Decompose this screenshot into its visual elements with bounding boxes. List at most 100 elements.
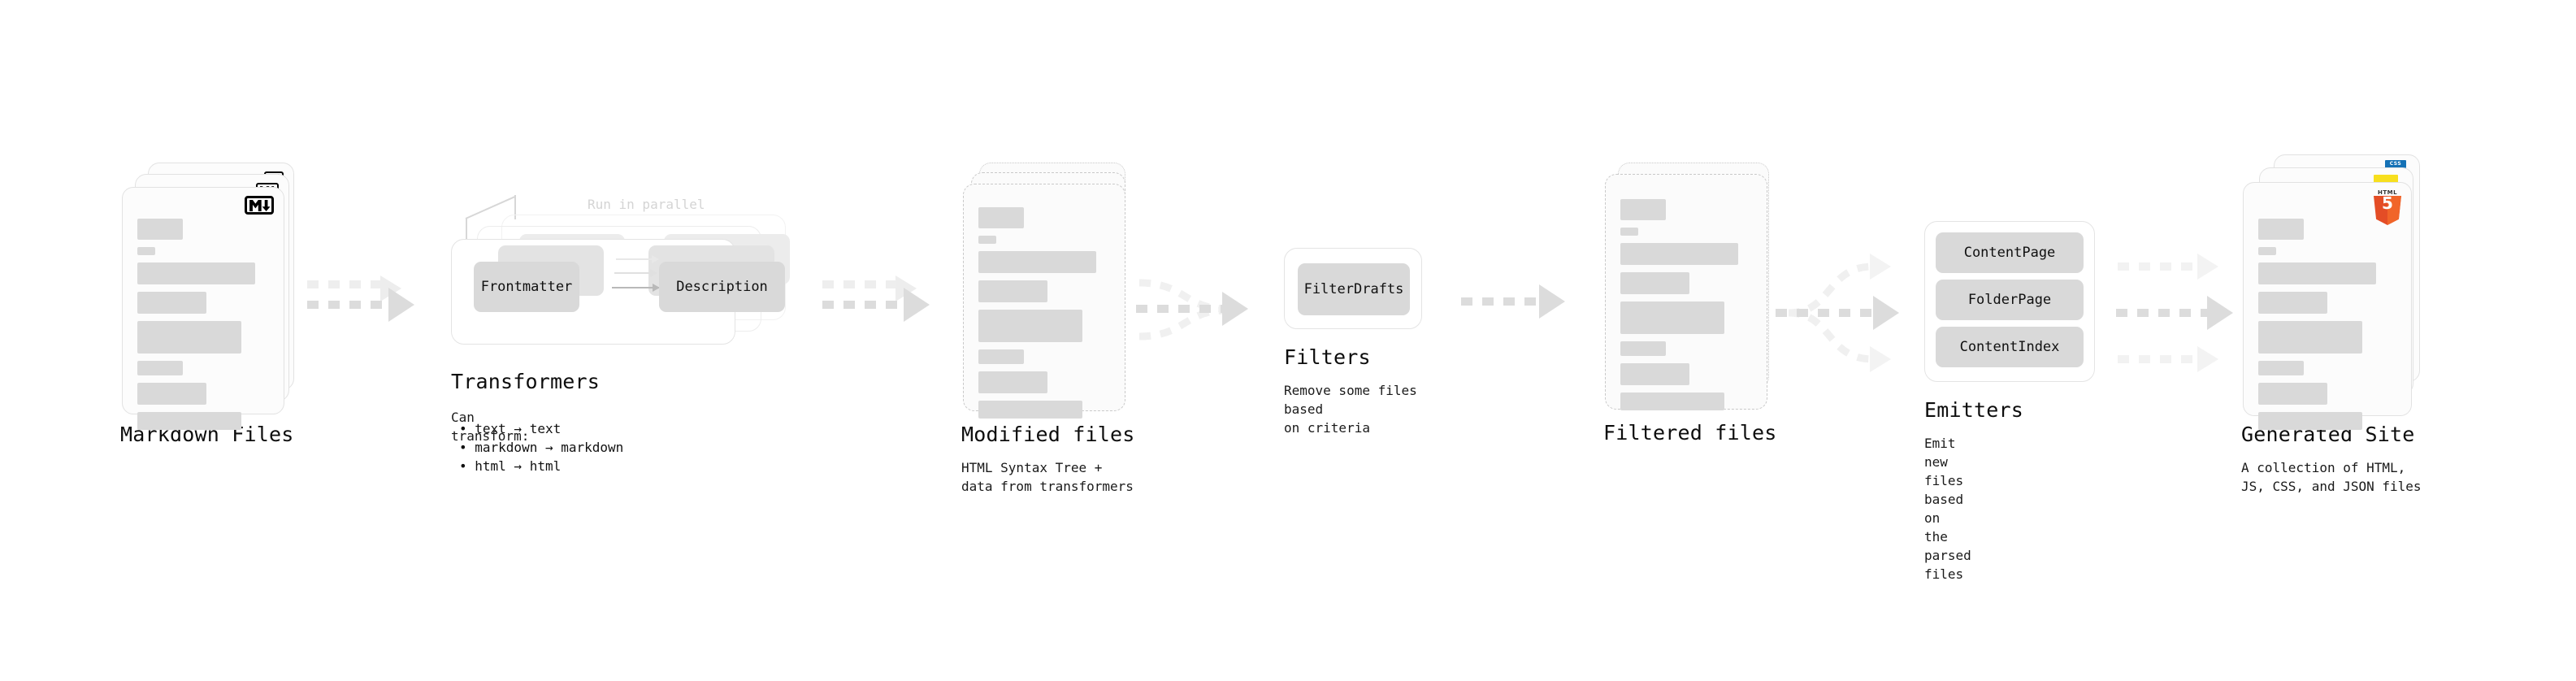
bullet-item: • markdown → markdown <box>459 440 624 455</box>
connector-dash-softer <box>2118 355 2202 363</box>
css-icon: CSS <box>2385 160 2406 168</box>
stage-description: Can transform: <box>451 410 530 444</box>
connector-head-softer <box>2197 254 2218 280</box>
connector-dash-soft <box>822 280 900 288</box>
bullet-label: html → html <box>475 458 562 474</box>
placeholder-bar <box>978 371 1047 393</box>
html5-icon: HTML 5 <box>2374 189 2401 225</box>
placeholder-bar <box>978 310 1082 342</box>
placeholder-bar <box>978 401 1082 419</box>
connector-head <box>904 288 930 322</box>
connector-head <box>1539 284 1565 319</box>
connector-dash <box>1776 309 1880 317</box>
placeholder-bar <box>978 207 1024 228</box>
document-card-front <box>1605 174 1767 410</box>
stage-title: Emitters <box>1924 398 2024 422</box>
placeholder-bar <box>2258 383 2327 405</box>
placeholder-bar <box>2258 219 2304 240</box>
connector-arrow-converging <box>1136 268 1282 349</box>
placeholder-bar <box>1620 243 1738 265</box>
connector-head-softer <box>1870 346 1891 372</box>
html5-number: 5 <box>2382 193 2393 213</box>
chip-label: FilterDrafts <box>1303 281 1404 297</box>
transformer-inner-arrow-ghost <box>614 269 657 277</box>
document-placeholder-bars <box>137 219 271 437</box>
filtered-file-stack <box>1605 163 1784 414</box>
placeholder-bar <box>978 251 1096 273</box>
transformer-inner-arrow <box>612 284 660 292</box>
stage-title: Modified files <box>961 423 1135 446</box>
stage-description: HTML Syntax Tree + data from transformer… <box>961 460 1134 494</box>
placeholder-bar <box>1620 272 1689 294</box>
placeholder-bar <box>137 247 155 255</box>
transformer-inner-arrow-ghost <box>616 255 659 263</box>
connector-dash-softer <box>2118 262 2202 271</box>
placeholder-bar <box>1620 199 1666 220</box>
placeholder-bar <box>137 219 183 240</box>
html5-caption: HTML <box>2377 189 2398 196</box>
stage-modified-files: Modified files HTML Syntax Tree + data f… <box>961 163 1142 494</box>
connector-arrow-branching <box>1776 236 1938 390</box>
connector-arrow <box>1461 284 1599 333</box>
document-placeholder-bars <box>978 207 1112 426</box>
placeholder-bar <box>1620 341 1666 356</box>
stage-filters: FilterDrafts Filters Remove some files b… <box>1284 248 1422 436</box>
placeholder-bar <box>1620 363 1689 385</box>
placeholder-bar <box>2258 262 2376 284</box>
stage-filtered-files: Filtered files <box>1603 163 1784 445</box>
placeholder-bar <box>978 280 1047 302</box>
placeholder-bar <box>137 361 183 375</box>
document-card-front <box>122 187 284 430</box>
placeholder-bar <box>2258 247 2276 255</box>
connector-dash-soft <box>307 280 385 288</box>
markdown-icon <box>245 196 274 215</box>
transformer-bullet-list: • text → text • markdown → markdown • ht… <box>459 419 623 475</box>
emitter-chip-folderpage[interactable]: FolderPage <box>1936 280 2084 320</box>
connector-dash <box>1461 297 1546 306</box>
emitter-chip-contentindex[interactable]: ContentIndex <box>1936 327 2084 367</box>
connector-dash <box>822 301 910 309</box>
connector-head <box>2207 296 2233 330</box>
stage-title: Filters <box>1284 345 1371 369</box>
placeholder-bar <box>978 236 996 244</box>
transformer-chip-frontmatter[interactable]: Frontmatter <box>474 262 579 312</box>
stage-title: Transformers <box>451 370 601 393</box>
placeholder-bar <box>137 292 206 314</box>
placeholder-bar <box>1620 393 1724 410</box>
placeholder-bar <box>137 321 241 354</box>
connector-head <box>1222 292 1248 326</box>
placeholder-bar <box>137 262 255 284</box>
connector-head-softer <box>2197 346 2218 372</box>
document-placeholder-bars <box>1620 199 1754 418</box>
emitter-chip-contentpage[interactable]: ContentPage <box>1936 232 2084 273</box>
filters-group-box: FilterDrafts <box>1284 248 1422 329</box>
stage-title: Filtered files <box>1603 421 1777 445</box>
markdown-file-stack <box>122 163 301 430</box>
chip-label: Description <box>676 279 768 295</box>
connector-dash <box>1136 305 1227 313</box>
placeholder-bar <box>978 349 1024 364</box>
stage-description: Emit new files based on the parsed files <box>1924 436 1971 582</box>
bullet-label: text → text <box>475 421 562 436</box>
transformer-chip-description[interactable]: Description <box>659 262 785 312</box>
placeholder-bar <box>2258 361 2304 375</box>
filter-chip-filterdrafts[interactable]: FilterDrafts <box>1298 263 1410 315</box>
run-in-parallel-label: Run in parallel <box>588 197 705 212</box>
connector-arrow <box>307 272 429 337</box>
connector-arrow-merging <box>2116 236 2262 390</box>
stage-description: Remove some files based on criteria <box>1284 383 1417 436</box>
stage-markdown-files: Markdown Files <box>120 163 301 446</box>
document-card-front: HTML 5 <box>2243 182 2412 430</box>
generated-site-file-stack: CSS HTML 5 <box>2243 154 2430 430</box>
modified-file-stack <box>963 163 1142 419</box>
connector-dash <box>307 301 395 309</box>
bullet-label: markdown → markdown <box>475 440 624 455</box>
run-in-parallel-bracket <box>465 195 571 244</box>
placeholder-bar <box>1620 301 1724 334</box>
placeholder-bar <box>2258 292 2327 314</box>
bullet-item: • html → html <box>459 458 562 474</box>
chip-label: Frontmatter <box>480 279 573 295</box>
chip-label: FolderPage <box>1967 292 2052 308</box>
placeholder-bar <box>137 383 206 405</box>
stage-description: A collection of HTML, JS, CSS, and JSON … <box>2241 460 2422 494</box>
